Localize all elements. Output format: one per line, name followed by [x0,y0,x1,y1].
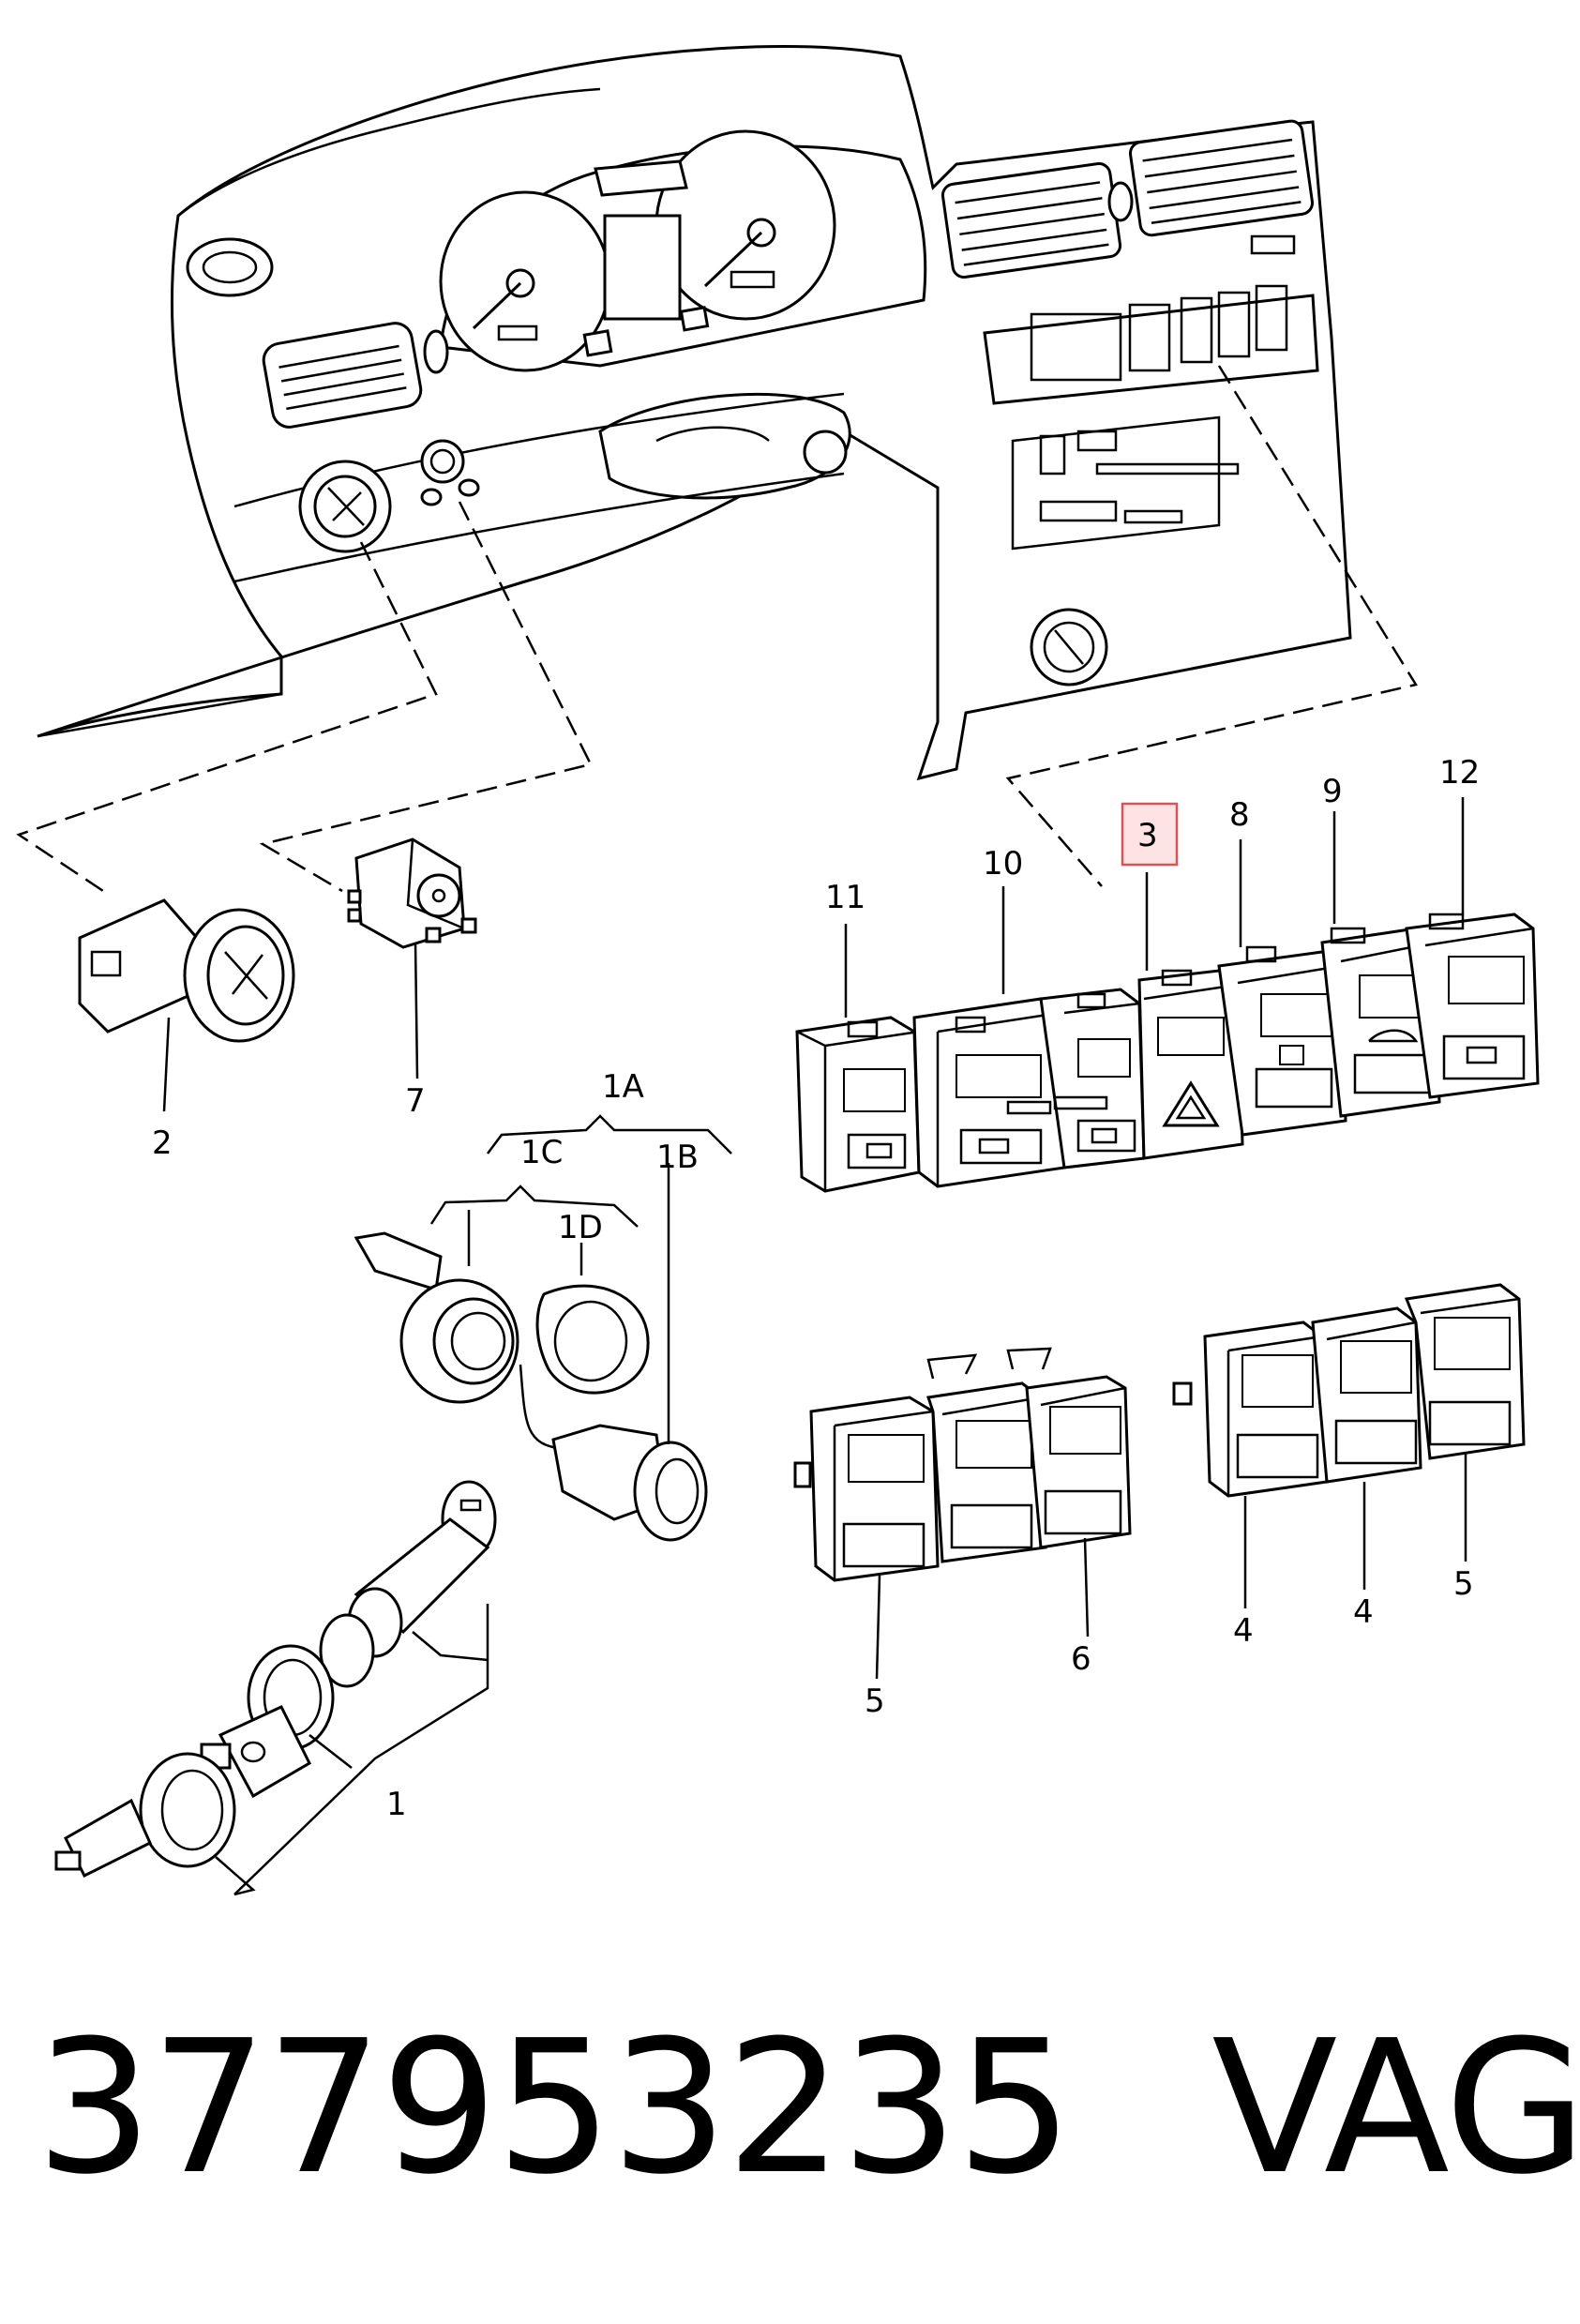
cigarette-lighter-parts [354,1114,732,1542]
callout-12: 12 [1439,754,1480,792]
dashed-leaders [16,365,1418,893]
callout-5-right: 5 [1453,1565,1474,1603]
callout-3: 3 [1137,817,1158,854]
callout-4-right: 4 [1353,1593,1374,1631]
callout-labels: 11 10 3 8 9 12 2 7 1A 1C 1B 1D 1 5 6 4 4… [152,754,1480,1823]
light-switch-part-2 [78,898,295,1112]
lower-switches-right [1172,1283,1526,1608]
callout-4-left: 4 [1233,1612,1254,1650]
callout-6: 6 [1071,1640,1091,1678]
callout-7: 7 [405,1082,426,1120]
rheostat-part-7 [347,838,477,1079]
highlight-box [1121,802,1179,867]
brand-name: VAG [1211,2001,1580,2215]
callout-1A: 1A [602,1068,644,1106]
callout-2: 2 [152,1124,173,1162]
callout-1C: 1C [520,1134,563,1171]
callout-8: 8 [1229,796,1250,834]
part-number: 377953235 [36,2001,1073,2215]
dashboard-illustration [37,45,1352,781]
callout-5-left: 5 [865,1683,885,1720]
lower-switches-left [793,1347,1132,1680]
switch-row-leaders [844,797,1465,1018]
callout-1: 1 [386,1786,407,1823]
callout-11: 11 [825,879,865,916]
callout-1B: 1B [656,1139,699,1176]
lighter-assembly-part-1 [54,1480,497,1896]
callout-9: 9 [1322,773,1343,810]
switch-row-illustration [795,913,1540,1193]
callout-1D: 1D [558,1209,603,1246]
callout-10: 10 [983,845,1023,883]
